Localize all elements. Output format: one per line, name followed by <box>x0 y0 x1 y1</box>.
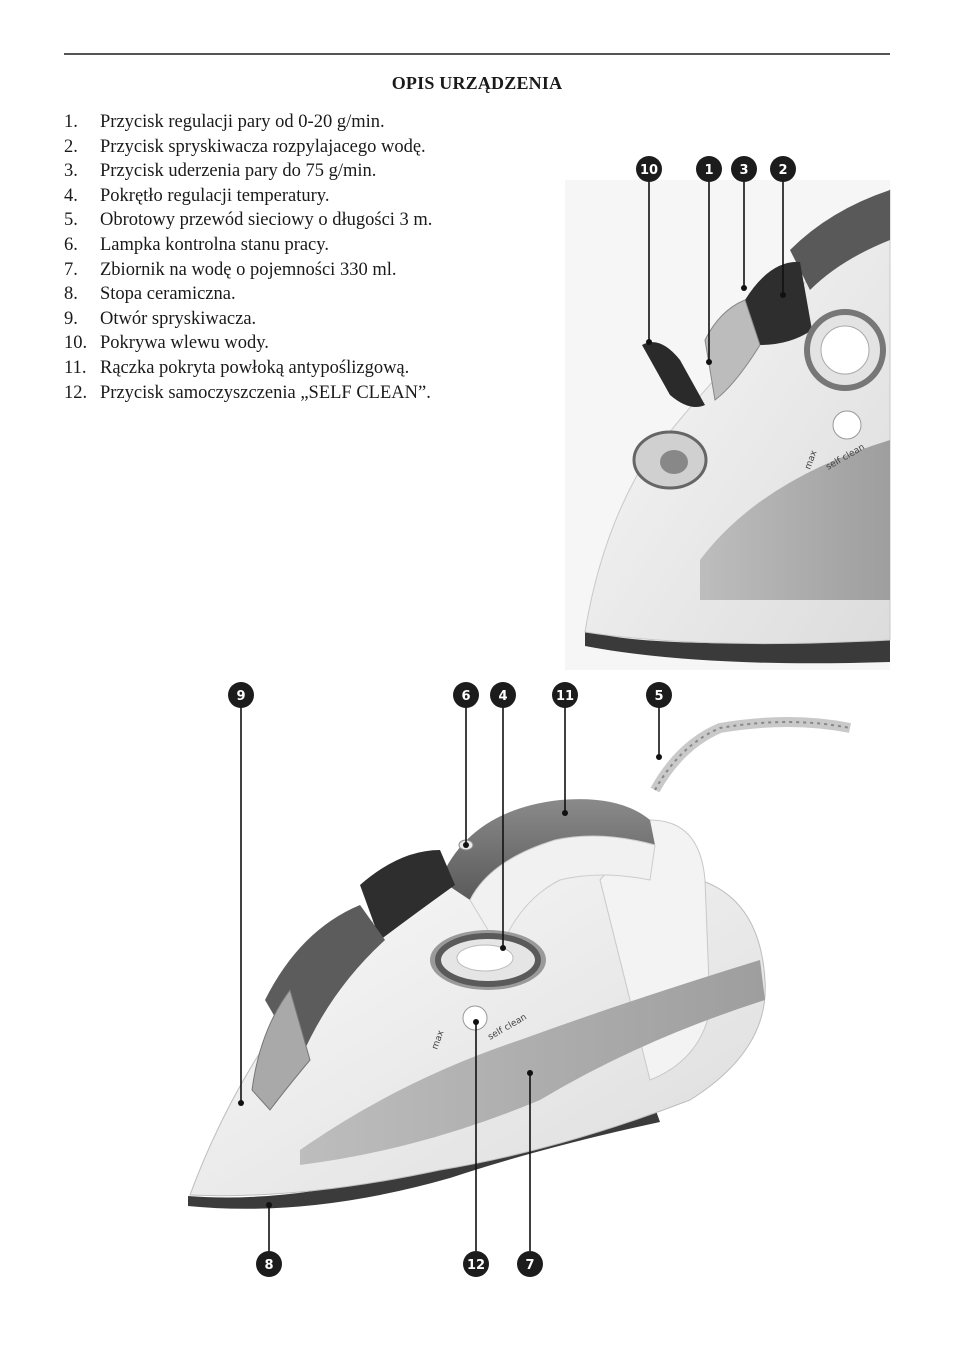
list-item: 5.Obrotowy przewód sieciowy o długości 3… <box>64 210 433 231</box>
callout-11: 11 <box>552 682 578 708</box>
list-item: 2.Przycisk spryskiwacza rozpylajacego wo… <box>64 136 426 157</box>
list-item: 11.Rączka pokryta powłoką antypoślizgową… <box>64 357 410 378</box>
bottom-leader-dots <box>238 754 662 1208</box>
svg-text:5: 5 <box>654 689 663 704</box>
top-leader-dots <box>646 285 786 365</box>
callout-6: 6 <box>453 682 479 708</box>
callout-9: 9 <box>228 682 254 708</box>
callout-12: 12 <box>463 1251 489 1277</box>
svg-text:7: 7 <box>525 1258 534 1273</box>
svg-text:2: 2 <box>778 163 787 178</box>
callout-1: 1 <box>696 156 722 182</box>
top-callouts: 10 1 3 2 <box>636 156 796 182</box>
callout-8: 8 <box>256 1251 282 1277</box>
bottom-iron-image: max self clean <box>188 717 851 1209</box>
list-item: 3.Przycisk uderzenia pary do 75 g/min. <box>64 161 377 182</box>
callout-3: 3 <box>731 156 757 182</box>
svg-text:9: 9 <box>236 689 245 704</box>
callout-7: 7 <box>517 1251 543 1277</box>
svg-text:1: 1 <box>704 163 713 178</box>
parts-list: 1.Przycisk regulacji pary od 0-20 g/min.… <box>64 110 524 405</box>
svg-text:6: 6 <box>461 689 470 704</box>
bottom-leaders <box>240 707 660 1251</box>
list-item: 8.Stopa ceramiczna. <box>64 284 236 305</box>
list-item: 12.Przycisk samoczyszczenia „SELF CLEAN”… <box>64 382 431 403</box>
callout-10: 10 <box>636 156 662 182</box>
svg-text:11: 11 <box>556 689 574 704</box>
top-rule <box>64 53 890 55</box>
callout-2: 2 <box>770 156 796 182</box>
callout-5: 5 <box>646 682 672 708</box>
list-item: 4.Pokrętło regulacji temperatury. <box>64 185 330 206</box>
svg-text:12: 12 <box>467 1258 485 1273</box>
list-item: 6.Lampka kontrolna stanu pracy. <box>64 234 329 255</box>
svg-text:8: 8 <box>264 1258 273 1273</box>
list-item: 1.Przycisk regulacji pary od 0-20 g/min. <box>64 112 385 132</box>
list-item: 10.Pokrywa wlewu wody. <box>64 333 269 354</box>
bottom-callouts: 9 6 4 11 5 8 12 7 <box>228 682 672 1277</box>
svg-text:10: 10 <box>640 163 658 178</box>
list-item: 7.Zbiornik na wodę o pojemności 330 ml. <box>64 259 397 280</box>
list-item: 9.Otwór spryskiwacza. <box>64 308 257 329</box>
top-leaders <box>648 181 784 362</box>
callout-4: 4 <box>490 682 516 708</box>
page-title: OPIS URZĄDZENIA <box>391 73 563 93</box>
svg-text:3: 3 <box>739 163 748 178</box>
top-iron-image: max self clean <box>565 180 891 670</box>
svg-text:4: 4 <box>498 689 507 704</box>
